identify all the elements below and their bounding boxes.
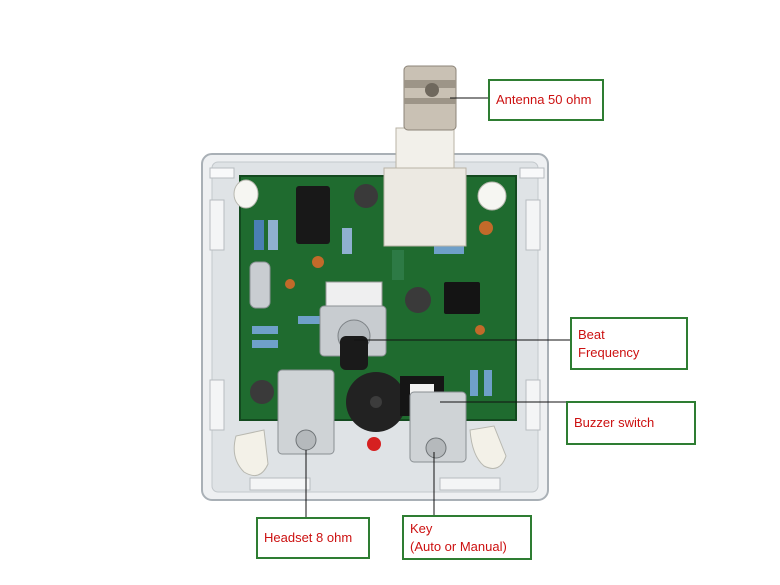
- buzzer-label-text: Buzzer switch: [574, 415, 655, 430]
- red-led: [367, 437, 381, 451]
- beat-label-line2: Frequency: [578, 344, 640, 360]
- antenna-label: Antenna 50 ohm: [488, 79, 604, 121]
- key-label-line2: (Auto or Manual): [410, 538, 507, 554]
- bnc-connector: [383, 65, 467, 247]
- antenna-label-text: Antenna 50 ohm: [496, 92, 592, 107]
- buzzer: [346, 372, 406, 432]
- headset-label-text: Headset 8 ohm: [264, 530, 353, 545]
- key-label-line1: Key: [410, 520, 433, 536]
- key-label: Key (Auto or Manual): [402, 515, 532, 560]
- beat-label-line1: Beat: [578, 326, 605, 342]
- headset-jack: [277, 369, 335, 455]
- mounting-posts: [233, 179, 507, 477]
- beat-frequency-knob: [319, 281, 387, 370]
- buzzer-switch-label: Buzzer switch: [566, 401, 696, 445]
- beat-frequency-label: Beat Frequency: [570, 317, 688, 370]
- key-jack: [409, 391, 467, 463]
- leader-lines: [305, 97, 570, 517]
- headset-label: Headset 8 ohm: [256, 517, 370, 559]
